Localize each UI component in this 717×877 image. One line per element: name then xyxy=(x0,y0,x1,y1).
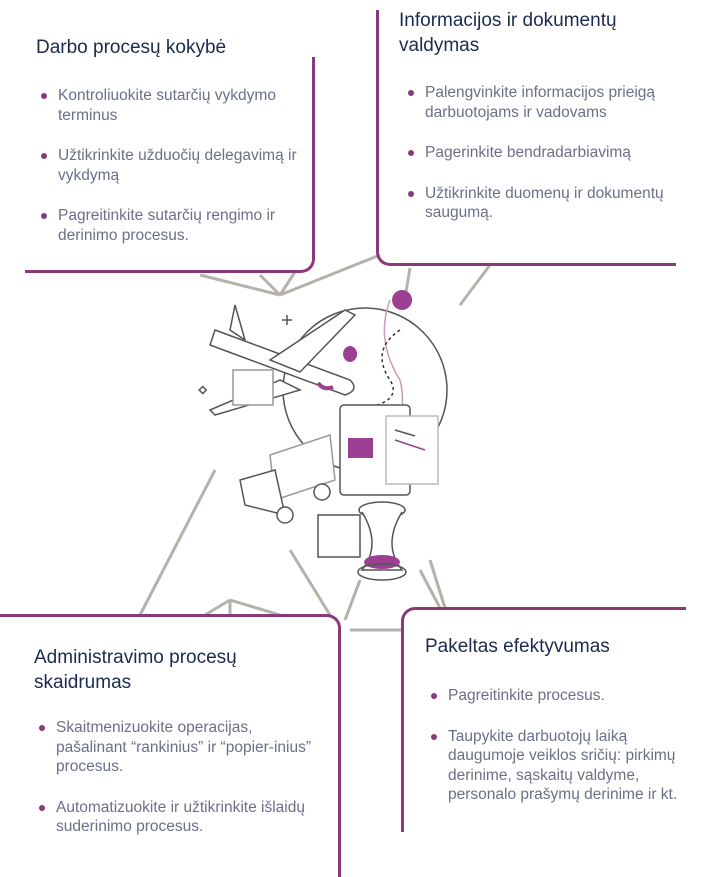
card-list: Palengvinkite informacijos prieigą darbu… xyxy=(408,83,665,244)
card-title: Darbo procesų kokybė xyxy=(36,37,227,58)
card-frame xyxy=(401,607,686,832)
document-icon xyxy=(385,415,439,485)
network-edges xyxy=(138,253,492,632)
sparkle-icon xyxy=(282,315,292,325)
list-item: Kontroliuokite sutarčių vykdymo terminus xyxy=(41,86,303,125)
truck-icon xyxy=(239,433,336,524)
card-title: Pakeltas efektyvumas xyxy=(425,636,610,657)
monitor-icon xyxy=(339,404,439,496)
box-icon xyxy=(232,369,274,406)
package-icon xyxy=(317,514,361,558)
list-item: Pagreitinkite procesus. xyxy=(431,686,688,706)
list-item: Užtikrinkite užduočių delegavimą ir vykd… xyxy=(41,146,303,185)
list-item: Užtikrinkite duomenų ir dokumentų saugum… xyxy=(408,184,664,221)
list-item: Taupykite darbuotojų laiką daugumoje vei… xyxy=(431,727,688,805)
hourglass-icon xyxy=(357,501,407,581)
card-frame xyxy=(376,10,676,266)
list-item: Automatizuokite ir užtikrinkite išlaidų … xyxy=(39,798,326,837)
card-list: Kontroliuokite sutarčių vykdymo terminus… xyxy=(41,86,303,266)
list-item: Pagreitinkite sutarčių rengimo ir derini… xyxy=(41,206,303,245)
card-frame xyxy=(0,614,341,877)
card-title: Informacijos ir dokumentų valdymas xyxy=(399,10,617,56)
card-frame xyxy=(25,57,315,273)
list-item: Skaitmenizuokite operacijas, pašalinant … xyxy=(39,718,326,777)
card-list: Skaitmenizuokite operacijas, pašalinant … xyxy=(39,718,326,858)
card-list: Pagreitinkite procesus. Taupykite darbuo… xyxy=(431,686,688,826)
list-item: Palengvinkite informacijos prieigą darbu… xyxy=(408,83,665,122)
card-title: Administravimo procesų skaidrumas xyxy=(34,647,237,693)
location-pin-icon xyxy=(316,290,413,391)
list-item: Pagerinkite bendradarbiavimą xyxy=(408,143,665,163)
airplane-icon xyxy=(208,304,357,416)
diamond-icon xyxy=(198,385,208,395)
